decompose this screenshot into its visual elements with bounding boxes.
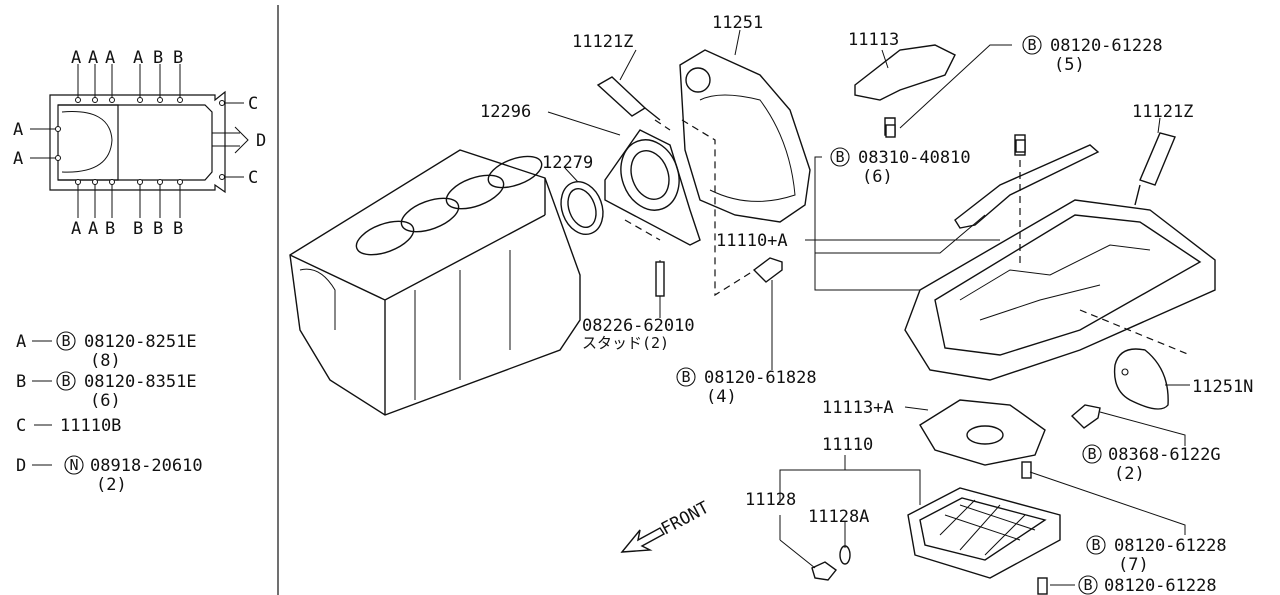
legend-row-a: A B 08120-8251E (8)	[16, 331, 197, 371]
part-11121z-b: 11121Z	[1132, 102, 1193, 122]
map-top-6: B	[173, 48, 183, 68]
part-08310-40810-mark: B	[835, 148, 844, 166]
map-right-c-bottom: C	[248, 168, 258, 188]
legend-part-c: 11110B	[60, 416, 121, 436]
sealant-tube-a-drawing	[596, 76, 661, 121]
engine-block-drawing	[289, 149, 581, 416]
part-08120-61828-mark: B	[681, 368, 690, 386]
legend-row-d: D N 08918-20610 (2)	[16, 455, 203, 495]
legend-mark-b: B	[61, 372, 70, 390]
map-right-c-top: C	[248, 94, 258, 114]
part-11121z-a: 11121Z	[572, 32, 633, 52]
legend-key-c: C	[16, 416, 26, 436]
bracket-11113-drawing	[854, 44, 956, 136]
legend-part-a: 08120-8251E	[84, 332, 197, 352]
part-08368-6122g: B 08368-6122G (2)	[1082, 444, 1221, 484]
map-left-1: A	[13, 120, 23, 140]
part-11251: 11251	[712, 13, 763, 33]
part-08310-40810-qty: (6)	[862, 167, 893, 187]
leader-lines	[547, 29, 1191, 586]
part-08368-6122g-qty: (2)	[1114, 464, 1145, 484]
legend-part-b: 08120-8351E	[84, 372, 197, 392]
part-08310-40810: B 08310-40810 (6)	[830, 147, 971, 187]
legend: A B 08120-8251E (8) B B 08120-8351E (6) …	[16, 331, 203, 495]
legend-key-d: D	[16, 456, 26, 476]
front-label: FRONT	[658, 498, 713, 540]
cover-11251n-drawing	[1113, 348, 1169, 410]
map-top-1: A	[71, 48, 81, 68]
part-08120-61828-qty: (4)	[706, 387, 737, 407]
map-left-2: A	[13, 149, 23, 169]
front-arrow: FRONT	[620, 498, 713, 553]
legend-row-b: B B 08120-8351E (6)	[16, 371, 197, 411]
legend-key-b: B	[16, 372, 26, 392]
part-11113a: 11113+A	[822, 398, 894, 418]
legend-mark-d: N	[69, 456, 78, 474]
bolts-drawing	[752, 124, 1101, 595]
map-top-2: A	[88, 48, 98, 68]
legend-key-a: A	[16, 332, 26, 352]
map-bottom-6: B	[173, 219, 183, 239]
part-08120-61228-b-mark: B	[1091, 536, 1100, 554]
part-08120-61228-b-qty: (7)	[1118, 555, 1149, 575]
part-08120-61228-b-number: 08120-61228	[1114, 536, 1227, 556]
rear-plate-drawing	[679, 49, 811, 223]
part-11113: 11113	[848, 30, 899, 50]
legend-part-d: 08918-20610	[90, 456, 203, 476]
map-bottom-2: A	[88, 219, 98, 239]
map-bottom-1: A	[71, 219, 81, 239]
upper-oil-pan-drawing	[904, 199, 1216, 381]
part-08120-61228-c-mark: B	[1083, 576, 1092, 594]
legend-qty-a: (8)	[90, 351, 121, 371]
part-11128a: 11128A	[808, 507, 869, 527]
part-11128: 11128	[745, 490, 796, 510]
map-bottom-5: B	[153, 219, 163, 239]
legend-row-c: C 11110B	[16, 416, 121, 436]
legend-mark-a: B	[61, 332, 70, 350]
part-08120-61828-number: 08120-61828	[704, 368, 817, 388]
map-bottom-3: B	[105, 219, 115, 239]
part-08310-40810-number: 08310-40810	[858, 148, 971, 168]
part-08226-62010-note: スタッド(2)	[582, 334, 669, 352]
legend-qty-d: (2)	[96, 475, 127, 495]
part-08120-61228-c-number: 08120-61228	[1104, 576, 1217, 595]
part-12279: 12279	[542, 153, 593, 173]
map-bottom-4: B	[133, 219, 143, 239]
part-11251n: 11251N	[1192, 377, 1253, 397]
map-top-3: A	[105, 48, 115, 68]
part-08226-62010: 08226-62010	[582, 316, 695, 336]
sealant-tube-b-drawing	[1134, 132, 1176, 206]
map-top-5: B	[153, 48, 163, 68]
part-08368-6122g-number: 08368-6122G	[1108, 445, 1221, 465]
part-08120-61228-c: B 08120-61228	[1078, 575, 1217, 595]
part-11110: 11110	[822, 435, 873, 455]
part-08368-6122g-mark: B	[1087, 445, 1096, 463]
map-right-d: D	[256, 131, 266, 151]
gasket-bolt-map: A A A A B B A A B B B B A A C D C	[13, 48, 266, 239]
seal-ring-drawing	[560, 181, 604, 235]
plate-11113a-drawing	[919, 399, 1046, 466]
part-08120-61228-b: B 08120-61228 (7)	[1086, 535, 1227, 575]
part-08120-61228-a-mark: B	[1027, 36, 1036, 54]
part-08120-61228-a: B 08120-61228 (5)	[1022, 35, 1163, 75]
part-12296: 12296	[480, 102, 531, 122]
part-08120-61228-a-number: 08120-61228	[1050, 36, 1163, 56]
part-11110a: 11110+A	[716, 231, 788, 251]
part-08120-61828: B 08120-61828 (4)	[676, 367, 817, 407]
rear-oil-seal-retainer-drawing	[604, 129, 701, 300]
lower-oil-pan-drawing	[907, 487, 1061, 579]
legend-qty-b: (6)	[90, 391, 121, 411]
part-08120-61228-a-qty: (5)	[1054, 55, 1085, 75]
map-top-4: A	[133, 48, 143, 68]
